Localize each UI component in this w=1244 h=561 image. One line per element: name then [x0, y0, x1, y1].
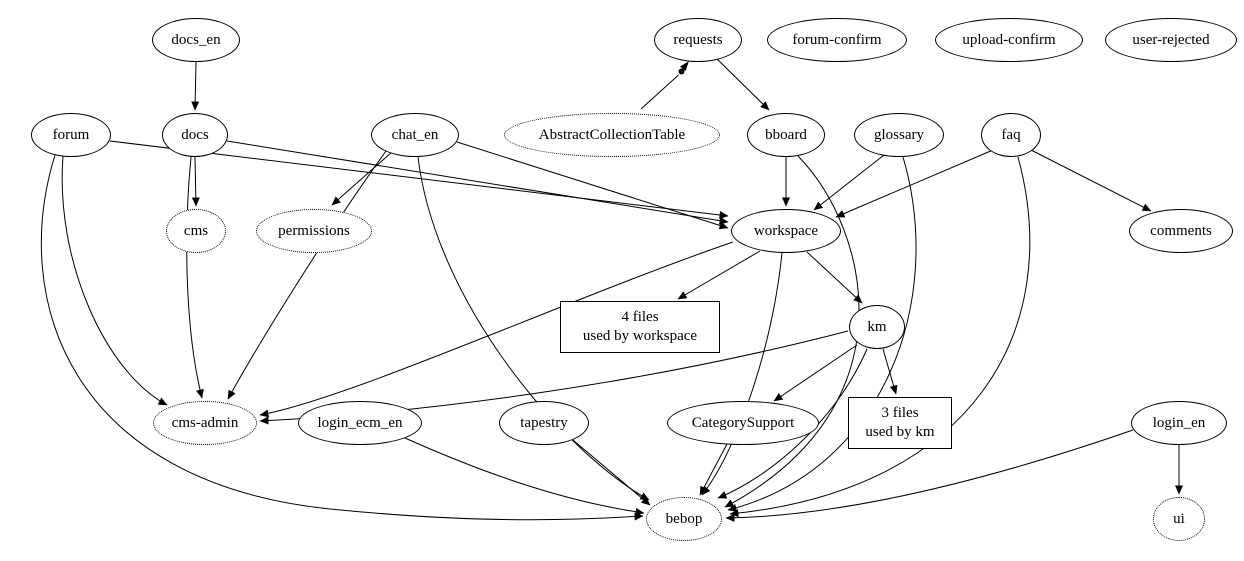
- edge-forum--cms-admin: [61, 155, 168, 406]
- node-login_en: login_en: [1131, 401, 1227, 445]
- node-faq: faq: [981, 113, 1041, 157]
- node-user-rejected: user-rejected: [1105, 18, 1237, 62]
- edge-login_en--bebop: [725, 429, 1134, 522]
- node-bboard: bboard: [747, 113, 825, 157]
- node-login_ecm_en: login_ecm_en: [298, 401, 422, 445]
- edge-chat_en--bebop: [417, 156, 650, 501]
- node-upload-confirm: upload-confirm: [935, 18, 1083, 62]
- edge-login_ecm_en--bebop: [404, 437, 645, 516]
- edge-faq--comments: [1030, 149, 1152, 212]
- node-files-used-by-km: 3 files used by km: [848, 397, 952, 449]
- edge-requests--abstract-collection-table: [640, 61, 689, 110]
- node-forum: forum: [31, 113, 111, 157]
- edge-km--bebop: [717, 348, 868, 499]
- edge-forum--bebop: [40, 154, 644, 521]
- node-cms: cms: [166, 209, 226, 253]
- edge-docs_en--docs: [191, 61, 200, 111]
- edge-km--files-km: [882, 348, 898, 395]
- node-forum-confirm: forum-confirm: [767, 18, 907, 62]
- node-category-support: CategorySupport: [667, 401, 819, 445]
- edge-workspace--bebop: [701, 252, 783, 496]
- node-cms-admin: cms-admin: [153, 401, 257, 445]
- node-docs_en: docs_en: [152, 18, 240, 62]
- edge-chat_en--workspace: [456, 141, 729, 230]
- edge-docs--cms: [191, 156, 200, 207]
- node-comments: comments: [1129, 209, 1233, 253]
- edge-workspace--cms-admin: [259, 241, 734, 418]
- node-bebop: bebop: [646, 497, 722, 541]
- edge-docs--cms-admin: [186, 156, 204, 399]
- node-requests: requests: [654, 18, 742, 62]
- edge-faq--bebop: [729, 156, 1031, 518]
- node-tapestry: tapestry: [499, 401, 589, 445]
- edge-km--category-support: [773, 344, 858, 402]
- edge-docs--workspace: [226, 140, 729, 225]
- edge-requests--bboard: [716, 58, 770, 111]
- node-chat_en: chat_en: [371, 113, 459, 157]
- edge-chat_en--permissions: [331, 151, 393, 206]
- node-km: km: [849, 305, 905, 349]
- node-glossary: glossary: [854, 113, 944, 157]
- edge-faq--workspace: [835, 149, 994, 218]
- edge-workspace--files-workspace: [677, 250, 761, 300]
- node-files-used-by-workspace: 4 files used by workspace: [560, 301, 720, 353]
- edge-tapestry--bebop: [572, 439, 651, 506]
- node-abstract-collection-table: AbstractCollectionTable: [504, 113, 720, 157]
- node-ui: ui: [1153, 497, 1205, 541]
- node-workspace: workspace: [731, 209, 841, 253]
- edge-workspace--km: [806, 251, 863, 304]
- edge-chat_en--cms-admin: [227, 150, 387, 400]
- edge-glossary--workspace: [813, 154, 885, 211]
- edge-category-support--bebop: [699, 443, 728, 496]
- node-docs: docs: [162, 113, 228, 157]
- node-permissions: permissions: [256, 209, 372, 253]
- edge-forum--workspace: [109, 140, 729, 219]
